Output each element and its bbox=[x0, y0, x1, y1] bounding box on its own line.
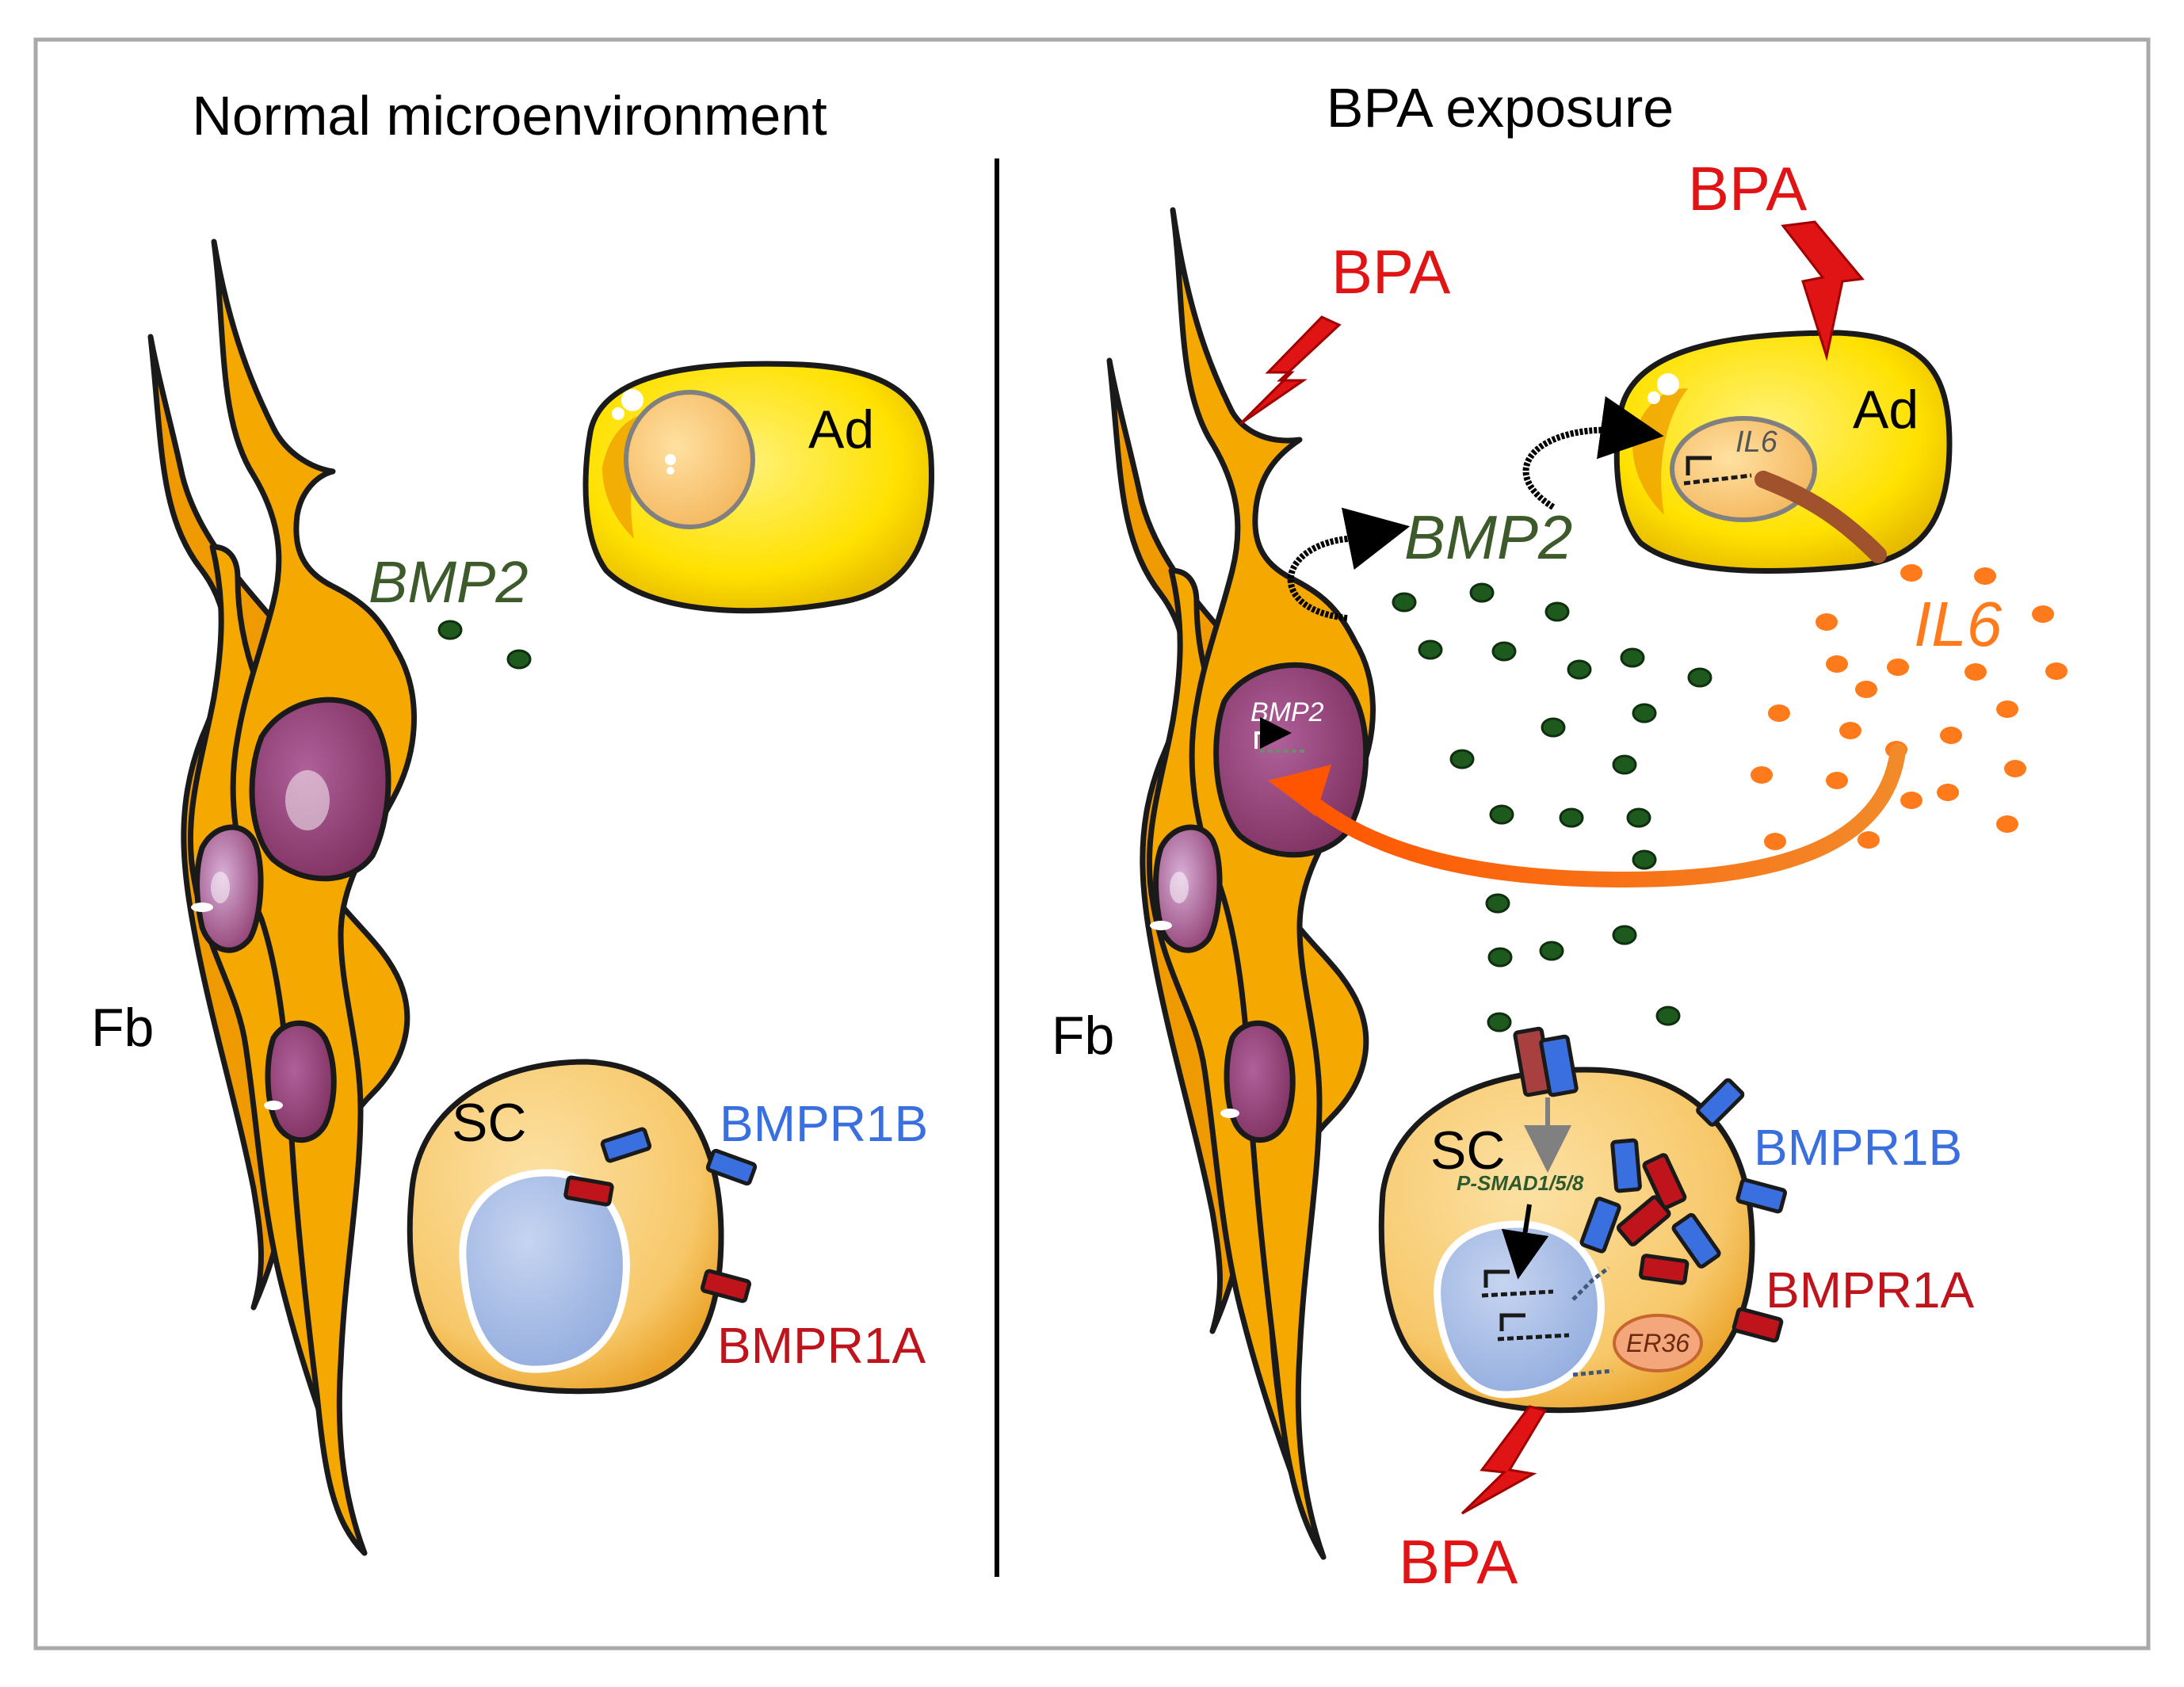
right-bpa-ad-label: BPA bbox=[1688, 154, 1807, 223]
right-ad-nucleus-gene: IL6 bbox=[1735, 426, 1778, 459]
left-receptor-b-internal bbox=[600, 1127, 652, 1163]
right-sc-label: SC bbox=[1430, 1120, 1505, 1181]
right-sc-transcription-icons bbox=[1481, 1266, 1613, 1377]
right-receptor-a-membrane bbox=[1732, 1307, 1784, 1343]
right-sc-signal-arrows bbox=[1501, 1097, 1571, 1280]
right-psmad-label: P-SMAD1/5/8 bbox=[1457, 1171, 1584, 1195]
right-bmp2-dots bbox=[1392, 582, 1712, 1032]
left-receptor-b-label: BMPR1B bbox=[720, 1095, 928, 1152]
left-bmp2-label: BMP2 bbox=[368, 549, 529, 615]
right-bmp2-label: BMP2 bbox=[1404, 502, 1572, 572]
right-il6-to-fb-arrow bbox=[1292, 743, 1906, 888]
left-receptor-a-internal bbox=[563, 1175, 614, 1207]
left-receptors bbox=[563, 1127, 758, 1303]
right-adipocyte bbox=[1613, 330, 1953, 574]
figure-frame bbox=[33, 37, 2151, 1651]
right-bpa-sc-bolt bbox=[1460, 1405, 1548, 1515]
right-fibroblast-nucleus-low bbox=[1224, 1020, 1296, 1143]
left-fibroblast-spots bbox=[191, 903, 283, 1110]
right-er36-label: ER36 bbox=[1626, 1329, 1690, 1357]
left-fibroblast-front bbox=[211, 239, 417, 1556]
right-bmp2-to-ad-arrow bbox=[1522, 395, 1664, 510]
right-bmp2-secretion-arrow bbox=[1287, 507, 1411, 621]
right-panel-title: BPA exposure bbox=[1327, 77, 1674, 139]
right-fb-transcription-icon bbox=[1254, 717, 1308, 753]
left-bmp2-dots bbox=[437, 620, 532, 670]
left-ad-label: Ad bbox=[808, 399, 874, 460]
right-bpa-sc-label: BPA bbox=[1399, 1527, 1518, 1597]
right-fibroblast-highlights bbox=[1170, 872, 1189, 903]
right-il6-label: IL6 bbox=[1914, 589, 2003, 659]
left-fb-label: Fb bbox=[91, 998, 154, 1058]
right-sc-nucleus bbox=[1434, 1220, 1605, 1399]
left-panel-title: Normal microenvironment bbox=[192, 85, 827, 147]
right-fibroblast-front bbox=[1170, 207, 1376, 1560]
right-receptors bbox=[1513, 1026, 1788, 1343]
right-bpa-fb-bolt bbox=[1239, 315, 1342, 426]
right-ad-il6-secretion bbox=[1754, 471, 1887, 563]
right-bpa-ad-bolt bbox=[1781, 220, 1865, 361]
left-receptor-b-membrane bbox=[705, 1148, 758, 1186]
right-fb-nucleus-gene: BMP2 bbox=[1250, 697, 1324, 727]
right-il6-dots bbox=[1751, 564, 2068, 850]
left-fibroblast-highlights bbox=[211, 770, 330, 903]
right-receptor-b-membrane bbox=[1735, 1177, 1788, 1214]
right-receptor-dimer-b bbox=[1539, 1034, 1579, 1097]
right-receptor-a-label: BMPR1A bbox=[1766, 1261, 1975, 1319]
left-sc-nucleus bbox=[459, 1169, 630, 1373]
left-fibroblast-nucleus-low bbox=[265, 1020, 337, 1143]
right-ad-label: Ad bbox=[1853, 380, 1919, 440]
left-adipocyte bbox=[582, 361, 935, 614]
left-receptor-a-membrane bbox=[700, 1269, 752, 1303]
right-fb-label: Fb bbox=[1052, 1006, 1114, 1066]
right-il6-to-fb-arrowhead bbox=[1268, 765, 1331, 816]
right-receptor-b-label: BMPR1B bbox=[1754, 1119, 1962, 1176]
left-receptor-a-label: BMPR1A bbox=[717, 1317, 926, 1374]
right-ad-transcription-icon bbox=[1683, 456, 1752, 486]
right-bpa-fb-label: BPA bbox=[1331, 237, 1450, 307]
right-er36-bubble bbox=[1613, 1314, 1703, 1372]
right-receptor-b-membrane-top bbox=[1696, 1078, 1745, 1127]
right-fibroblast-spots bbox=[1150, 921, 1239, 1118]
left-sc-label: SC bbox=[452, 1093, 526, 1153]
left-adipocyte-nucleus bbox=[624, 390, 755, 529]
